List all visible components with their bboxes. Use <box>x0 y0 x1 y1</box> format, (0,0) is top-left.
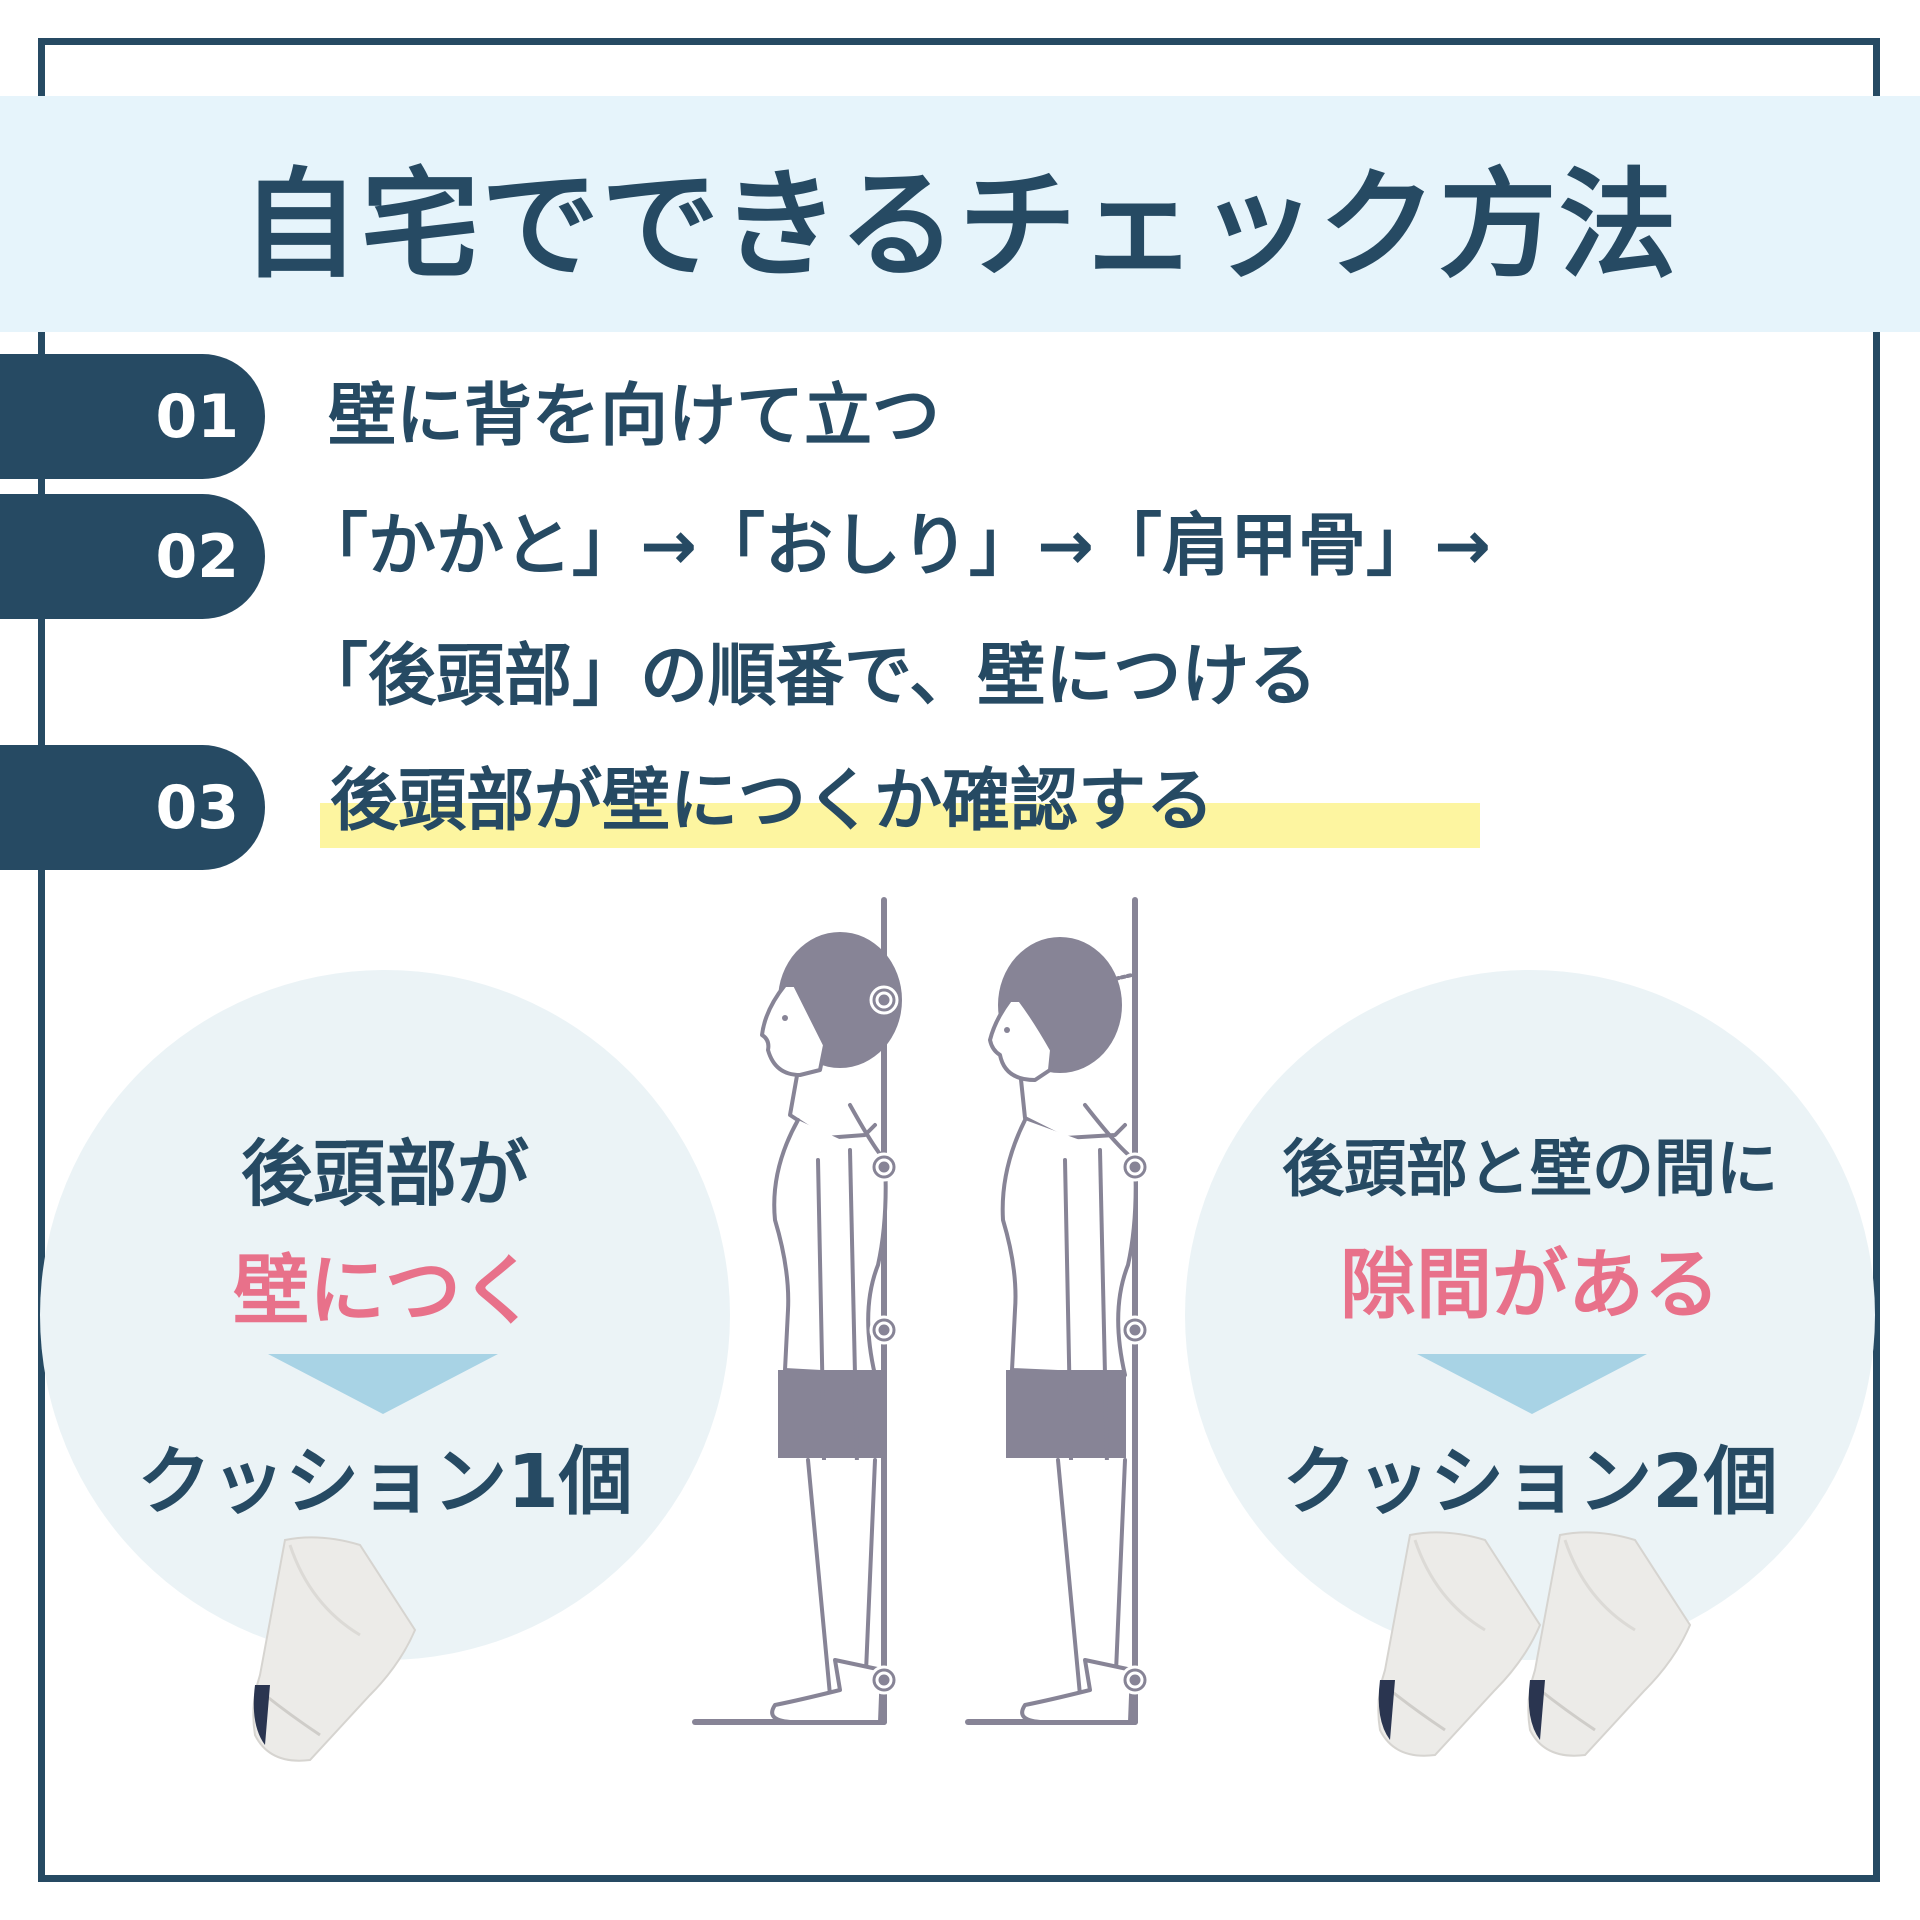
step-02-text-line2: 「後頭部」の順番で、壁につける <box>300 637 1318 716</box>
arrow-down-icon <box>268 1354 498 1414</box>
left-result: クッション1個 <box>137 1439 633 1525</box>
right-result: クッション2個 <box>1282 1439 1778 1525</box>
left-line2: 壁につく <box>233 1246 537 1335</box>
right-line2: 隙間がある <box>1340 1240 1720 1329</box>
page-frame <box>38 38 1880 1882</box>
step-02-text-line1: 「かかと」→「おしり」→「肩甲骨」→ <box>300 507 1491 586</box>
step-01-text: 壁に背を向けて立つ <box>328 377 941 456</box>
result-circle-right <box>1185 970 1875 1660</box>
left-line1: 後頭部が <box>240 1132 529 1216</box>
page-title: 自宅でできるチェック方法 <box>241 155 1679 294</box>
posture-illustration <box>692 897 1150 1725</box>
cushion-icon <box>1527 1531 1692 1757</box>
cushion-icon <box>1377 1531 1542 1757</box>
step-03-text: 後頭部が壁につくか確認する <box>330 762 1215 841</box>
step-badge-03: 03 <box>0 745 265 870</box>
arrow-down-icon <box>1417 1354 1647 1414</box>
result-circle-left <box>40 970 730 1660</box>
cushion-icon <box>252 1536 417 1762</box>
step-badge-02: 02 <box>0 494 265 619</box>
title-band <box>0 96 1920 332</box>
step-03-highlight <box>320 803 1480 848</box>
step-badge-01: 01 <box>0 354 265 479</box>
right-line1: 後頭部と壁の間に <box>1281 1132 1778 1205</box>
